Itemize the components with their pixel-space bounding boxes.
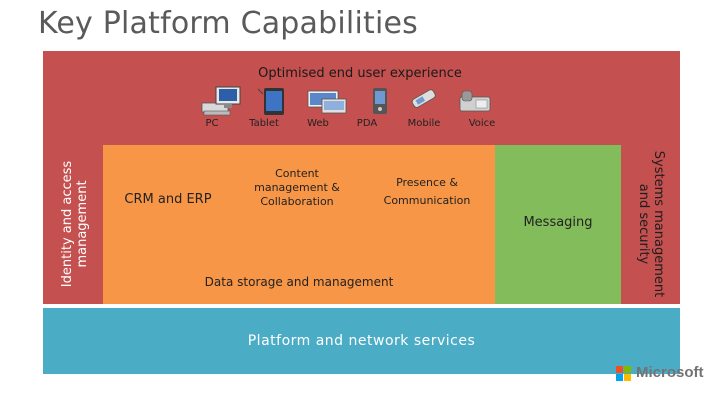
crm-erp-label: CRM and ERP: [124, 192, 212, 207]
tablet-icon: [250, 85, 300, 117]
platform-network-band: [43, 308, 680, 374]
systems-management-column: [621, 145, 680, 304]
mobile-phone-icon: [398, 85, 448, 117]
presence-communication-block: [361, 145, 495, 258]
microsoft-wordmark: Microsoft: [636, 364, 704, 381]
pda-icon: [355, 85, 405, 117]
device-label-pda: PDA: [356, 118, 378, 129]
data-storage-label: Data storage and management: [204, 275, 394, 289]
device-label-mobile: Mobile: [407, 118, 441, 129]
data-storage-block: [103, 258, 495, 304]
pc-icon: [198, 85, 248, 117]
microsoft-squares-icon: [616, 366, 632, 382]
messaging-label: Messaging: [523, 215, 593, 230]
device-label-pc: PC: [205, 118, 219, 129]
content-management-label: Content management & Collaboration: [254, 167, 340, 208]
device-label-web: Web: [307, 118, 329, 129]
voice-phone-icon: [450, 85, 500, 117]
systems-management-label: Systems management and security: [636, 150, 666, 298]
platform-network-label: Platform and network services: [247, 333, 476, 349]
end-user-experience-label: Optimised end user experience: [258, 66, 462, 81]
presence-communication-label: Presence & Communication: [383, 176, 471, 207]
identity-access-label: Identity and access management: [60, 160, 90, 288]
device-label-voice: Voice: [468, 118, 496, 129]
device-label-tablet: Tablet: [249, 118, 279, 129]
page-title: Key Platform Capabilities: [38, 6, 418, 41]
microsoft-logo: Microsoft: [616, 364, 706, 382]
content-management-block: [233, 145, 361, 258]
messaging-block: [495, 145, 621, 304]
web-icon: [302, 85, 352, 117]
identity-access-column: [47, 145, 103, 304]
